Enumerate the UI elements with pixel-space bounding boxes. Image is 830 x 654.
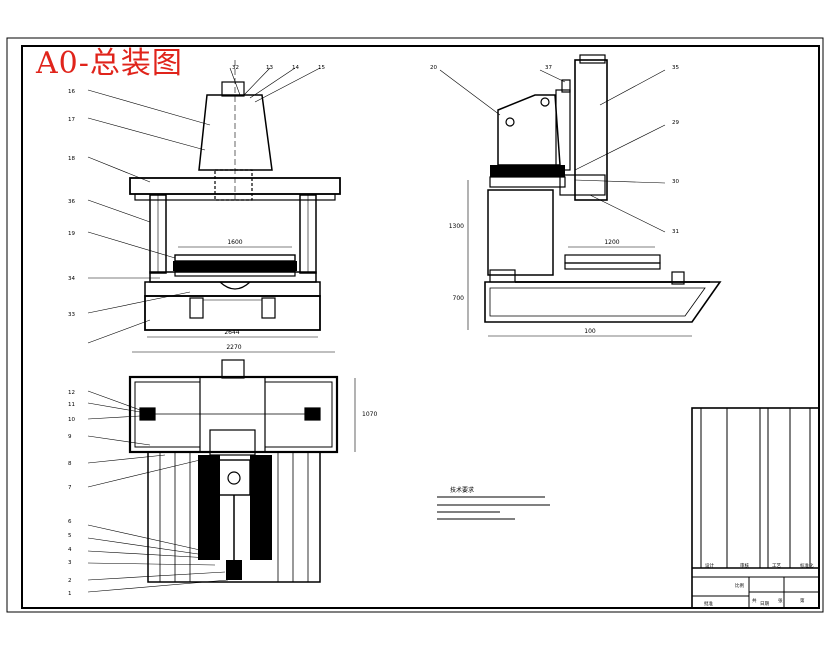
title-block-label: 张 [778, 597, 783, 604]
part-balloon: 1 [68, 591, 72, 597]
title-block-label: 审核 [740, 562, 749, 569]
part-balloon: 14 [292, 65, 299, 71]
part-balloon: 17 [68, 117, 75, 123]
inner-border [21, 45, 820, 609]
dim-top-width: 2270 [226, 344, 241, 351]
part-balloon: 12 [68, 390, 75, 396]
part-balloon: 37 [545, 65, 552, 71]
technical-notes [437, 496, 550, 520]
top-view [87, 351, 356, 593]
part-balloon: 33 [68, 312, 75, 318]
dim-base-width: 2644 [224, 329, 239, 336]
title-block [691, 407, 820, 609]
part-balloon: 5 [68, 533, 72, 539]
part-balloon: 6 [68, 519, 72, 525]
title-block-label: 比例 [735, 582, 744, 589]
title-block-label: 工艺 [772, 563, 781, 569]
dim-column-height: 1300 [449, 223, 464, 230]
part-balloon: 35 [672, 65, 679, 71]
drawing-title: A0-总装图 [36, 46, 183, 81]
side-view [439, 54, 722, 337]
front-view [87, 60, 341, 344]
part-balloon: 31 [672, 229, 679, 235]
title-block-label: 设计 [705, 562, 714, 569]
part-balloon: 19 [68, 231, 75, 237]
notes-title: 技术要求 [450, 486, 474, 494]
part-balloon: 13 [266, 65, 273, 71]
title-block-label: 第 [800, 597, 805, 604]
part-balloon: 34 [68, 276, 75, 282]
dim-depth: 100 [584, 328, 596, 335]
outer-border [6, 37, 824, 613]
title-block-label: 批准 [704, 600, 713, 607]
part-balloon: 29 [672, 120, 679, 126]
dim-table-width: 1600 [227, 239, 242, 246]
part-balloon: 4 [68, 547, 72, 553]
part-balloon: 3 [68, 560, 72, 566]
part-balloon: 16 [68, 89, 75, 95]
dim-base-height: 700 [453, 295, 465, 302]
dim-top-depth: 1070 [362, 411, 377, 418]
part-balloon: 15 [318, 65, 325, 71]
part-balloon: 10 [68, 417, 75, 423]
title-block-label: 标准化 [800, 562, 814, 569]
part-balloon: 2 [68, 578, 72, 584]
part-balloon: 36 [68, 199, 75, 205]
part-balloon: 9 [68, 434, 72, 440]
part-balloon: 18 [68, 156, 75, 162]
part-balloon: 30 [672, 179, 679, 185]
title-block-label: 共 [752, 597, 757, 604]
dim-table-length: 1200 [604, 239, 619, 246]
part-balloon: 32 [232, 65, 239, 71]
part-balloon: 11 [68, 402, 75, 408]
part-balloon: 7 [68, 485, 72, 491]
part-balloon: 8 [68, 461, 72, 467]
title-block-label: 日期 [760, 601, 769, 607]
part-balloon: 20 [430, 65, 437, 71]
